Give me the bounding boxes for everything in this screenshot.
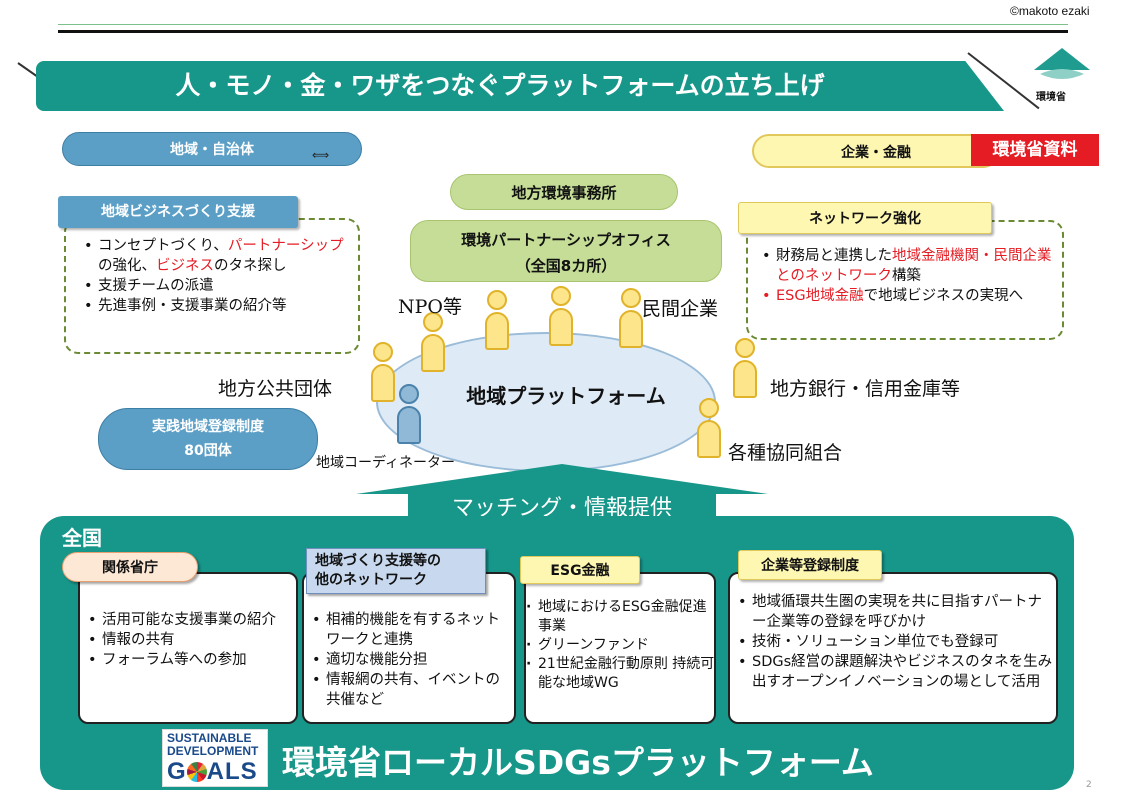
- sdg-logo-line2: DEVELOPMENT: [167, 744, 259, 758]
- person-icon: [616, 288, 646, 348]
- body-text: 支援チームの派遣: [98, 278, 214, 294]
- esg-finance-list: 地域におけるESG金融促進事業 グリーンファンド 21世紀金融行動原則 持続可能…: [524, 598, 716, 693]
- coordinator-label: 地域コーディネーター: [316, 455, 456, 471]
- sdg-logo-goals-rest: ALS: [206, 758, 258, 785]
- practice-region-registration-pill: 実践地域登録制度 80団体: [98, 408, 318, 470]
- esg-finance-tag: ESG金融: [520, 556, 640, 584]
- highlight-text: 地域金融機関・民間企業とのネットワーク: [776, 248, 1052, 284]
- practice-region-title: 実践地域登録制度: [152, 419, 264, 435]
- region-municipality-pill: 地域・自治体: [62, 132, 362, 166]
- page-title: 人・モノ・金・ワザをつなぐプラットフォームの立ち上げ: [175, 71, 825, 100]
- list-item: 21世紀金融行動原則 持続可能な地域WG: [524, 655, 716, 693]
- company-registration-list: 地域循環共生圏の実現を共に目指すパートナー企業等の登録を呼びかけ 技術・ソリュー…: [734, 592, 1056, 692]
- person-icon: [418, 312, 448, 372]
- body-text: 財務局と連携した: [776, 248, 892, 264]
- networks-tag-line1: 地域づくり支援等の: [315, 553, 441, 569]
- body-text: で地域ビジネスの実現へ: [863, 288, 1024, 304]
- body-text: 先進事例・支援事業の紹介等: [98, 298, 287, 314]
- list-item: 支援チームの派遣: [80, 276, 356, 296]
- regional-business-support-list: コンセプトづくり、パートナーシップの強化、ビジネスのタネ探し支援チームの派遣先進…: [80, 236, 356, 316]
- left-right-arrow-icon: ⟺: [312, 148, 330, 162]
- coordinator-person-icon: [394, 384, 424, 444]
- list-item: ESG地域金融で地域ビジネスの実現へ: [758, 286, 1058, 306]
- person-icon: [482, 290, 512, 350]
- body-text: 構築: [891, 268, 921, 284]
- highlight-text: ビジネス: [156, 258, 214, 274]
- corporate-finance-pill: 企業・金融: [752, 134, 1000, 168]
- networks-list: 相補的機能を有するネットワークと連携 適切な機能分担 情報網の共有、イベントの共…: [308, 610, 512, 710]
- regional-platform-label: 地域プラットフォーム: [466, 384, 666, 408]
- list-item: 地域におけるESG金融促進事業: [524, 598, 716, 636]
- list-item: 適切な機能分担: [308, 650, 512, 670]
- moe-logo-icon: [1034, 48, 1090, 79]
- sdg-wheel-icon: [186, 762, 207, 782]
- body-text: のタネ探し: [214, 258, 287, 274]
- regional-environment-office: 地方環境事務所: [450, 174, 678, 210]
- list-item: コンセプトづくり、パートナーシップの強化、ビジネスのタネ探し: [80, 236, 356, 276]
- ministries-list: 活用可能な支援事業の紹介 情報の共有 フォーラム等への参加: [84, 610, 294, 670]
- partnership-office-count: （全国8カ所）: [515, 257, 617, 275]
- person-icon: [694, 398, 724, 458]
- partnership-office: 環境パートナーシップオフィス （全国8カ所）: [410, 220, 722, 282]
- partnership-office-name: 環境パートナーシップオフィス: [461, 231, 671, 249]
- practice-region-count: 80団体: [184, 443, 232, 459]
- sdg-logo: SUSTAINABLE DEVELOPMENT G ALS: [162, 729, 268, 787]
- header-rule-thick: [58, 30, 1068, 33]
- list-item: 活用可能な支援事業の紹介: [84, 610, 294, 630]
- list-item: グリーンファンド: [524, 636, 716, 655]
- npo-label: NPO等: [398, 296, 462, 318]
- list-item: 地域循環共生圏の実現を共に目指すパートナー企業等の登録を呼びかけ: [734, 592, 1056, 632]
- person-icon: [368, 342, 398, 402]
- sdg-logo-line1: SUSTAINABLE: [167, 731, 252, 745]
- highlight-text: ESG地域金融: [776, 288, 864, 304]
- body-text: コンセプトづくり、: [98, 238, 228, 254]
- list-item: 先進事例・支援事業の紹介等: [80, 296, 356, 316]
- highlight-text: パートナーシップ: [227, 238, 344, 254]
- ministries-tag: 関係省庁: [62, 552, 198, 582]
- sdg-logo-goals: G ALS: [167, 758, 263, 786]
- title-banner: [36, 61, 1004, 111]
- local-sdgs-platform-title: 環境省ローカルSDGsプラットフォーム: [282, 743, 874, 782]
- up-arrow-icon: [356, 464, 768, 524]
- list-item: フォーラム等への参加: [84, 650, 294, 670]
- national-label: 全国: [62, 526, 102, 550]
- page-number: 2: [1086, 780, 1092, 790]
- list-item: 技術・ソリューション単位でも登録可: [734, 632, 1056, 652]
- network-strengthening-list: 財務局と連携した地域金融機関・民間企業とのネットワーク構築ESG地域金融で地域ビ…: [758, 246, 1058, 306]
- list-item: 相補的機能を有するネットワークと連携: [308, 610, 512, 650]
- source-label: 環境省資料: [971, 134, 1099, 166]
- network-strengthening-tag: ネットワーク強化: [738, 202, 992, 234]
- regional-business-support-tag: 地域ビジネスづくり支援: [58, 196, 298, 228]
- list-item: 情報網の共有、イベントの共催など: [308, 670, 512, 710]
- networks-tag-line2: 他のネットワーク: [315, 572, 427, 588]
- copyright-credit: ©makoto ezaki: [1010, 4, 1090, 18]
- list-item: 財務局と連携した地域金融機関・民間企業とのネットワーク構築: [758, 246, 1058, 286]
- list-item: 情報の共有: [84, 630, 294, 650]
- person-icon: [730, 338, 760, 398]
- sdg-logo-goals-g: G: [167, 758, 187, 785]
- cooperative-label: 各種協同組合: [728, 442, 843, 464]
- moe-logo-text: 環境省: [1036, 92, 1066, 103]
- header-rule-thin: [58, 24, 1068, 25]
- list-item: SDGs経営の課題解決やビジネスのタネを生み出すオープンイノベーションの場として…: [734, 652, 1056, 692]
- person-icon: [546, 286, 576, 346]
- local-government-label: 地方公共団体: [218, 378, 333, 400]
- regional-bank-label: 地方銀行・信用金庫等: [770, 378, 961, 400]
- networks-tag: 地域づくり支援等の 他のネットワーク: [306, 548, 486, 594]
- company-registration-tag: 企業等登録制度: [738, 550, 882, 580]
- body-text: の強化、: [98, 258, 156, 274]
- private-company-label: 民間企業: [642, 298, 719, 320]
